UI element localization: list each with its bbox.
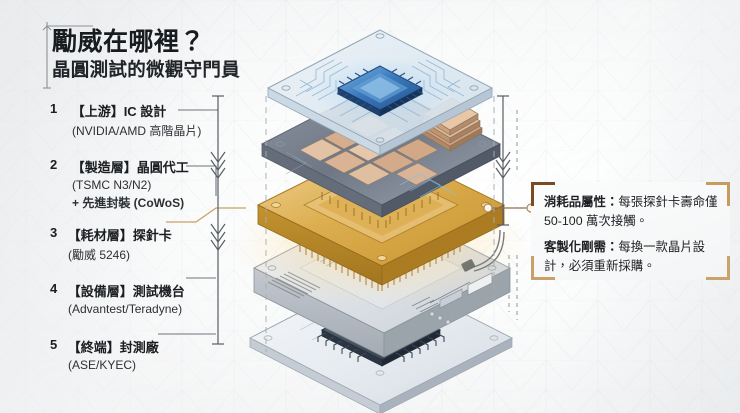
list-item-2-number: 2: [50, 157, 58, 172]
probe-card-callout: 消耗品屬性：每張探針卡壽命僅 50-100 萬次接觸。 客製化剛需：每換一款晶片…: [531, 182, 730, 280]
callout-body: 消耗品屬性：每張探針卡壽命僅 50-100 萬次接觸。 客製化剛需：每換一款晶片…: [544, 193, 719, 282]
callout-background: [531, 182, 730, 280]
callout-text-2: 每換一款晶片設計，必須重新採購。: [544, 239, 706, 273]
left-dimension-line: [210, 95, 226, 345]
list-item-5[interactable]: 5 【終端】封測廠 (ASE/KYEC): [50, 337, 159, 372]
title-subtitle: 晶圓測試的微觀守門員: [52, 59, 241, 80]
list-item-3[interactable]: 3 【耗材層】探針卡 (勵威 5246): [50, 225, 172, 263]
list-item-4[interactable]: 4 【設備層】測試機台 (Advantest/Teradyne): [50, 281, 185, 316]
title-dimension-bracket-icon: [42, 22, 93, 89]
list-item-3-number: 3: [50, 225, 58, 240]
callout-corner-top-right-icon: [706, 182, 730, 206]
callout-paragraph-1: 消耗品屬性：每張探針卡壽命僅 50-100 萬次接觸。: [544, 193, 719, 231]
list-item-5-sub: (ASE/KYEC): [68, 358, 137, 372]
list-item-2-heading: 【製造層】晶圓代工: [71, 160, 189, 175]
list-item-2-sub2: + 先進封裝 (CoWoS): [72, 196, 185, 210]
callout-text-1: 每張探針卡壽命僅 50-100 萬次接觸。: [544, 195, 718, 228]
list-item-5-number: 5: [50, 337, 58, 352]
list-item-1-sub: (NVIDIA/AMD 高階晶片): [72, 124, 202, 138]
list-item-1-number: 1: [50, 101, 58, 116]
ic-design-board-layer: [266, 29, 494, 156]
list-item-3-sub: (勵威 5246): [68, 248, 131, 262]
callout-corner-top-left-icon: [531, 182, 555, 206]
callout-paragraph-2: 客製化剛需：每換一款晶片設計，必須重新採購。: [544, 238, 719, 276]
list-item-4-number: 4: [50, 281, 58, 296]
label-leader-lines: [158, 109, 246, 335]
list-item-4-sub: (Advantest/Teradyne): [68, 302, 183, 316]
callout-label-1: 消耗品屬性：: [544, 195, 619, 209]
page-title: 勵威在哪裡？ 晶圓測試的微觀守門員: [52, 28, 352, 81]
list-item-4-heading: 【設備層】測試機台: [67, 284, 185, 299]
callout-label-2: 客製化剛需：: [544, 239, 619, 254]
list-item-3-heading: 【耗材層】探針卡: [67, 228, 172, 243]
list-item-2[interactable]: 2 【製造層】晶圓代工 (TSMC N3/N2) + 先進封裝 (CoWoS): [50, 157, 189, 211]
right-dimension-line: [495, 95, 511, 226]
list-item-2-sub: (TSMC N3/N2): [72, 178, 152, 192]
list-item-5-heading: 【終端】封測廠: [67, 340, 159, 355]
callout-corner-bottom-left-icon: [531, 256, 555, 280]
alignment-guides: [265, 96, 495, 352]
title-main: 勵威在哪裡？: [52, 28, 206, 56]
callout-corner-bottom-right-icon: [706, 256, 730, 280]
list-item-1[interactable]: 1 【上游】IC 設計 (NVIDIA/AMD 高階晶片): [50, 101, 201, 139]
list-item-1-heading: 【上游】IC 設計: [71, 104, 167, 119]
right-dimension-line-lower: [508, 110, 518, 320]
